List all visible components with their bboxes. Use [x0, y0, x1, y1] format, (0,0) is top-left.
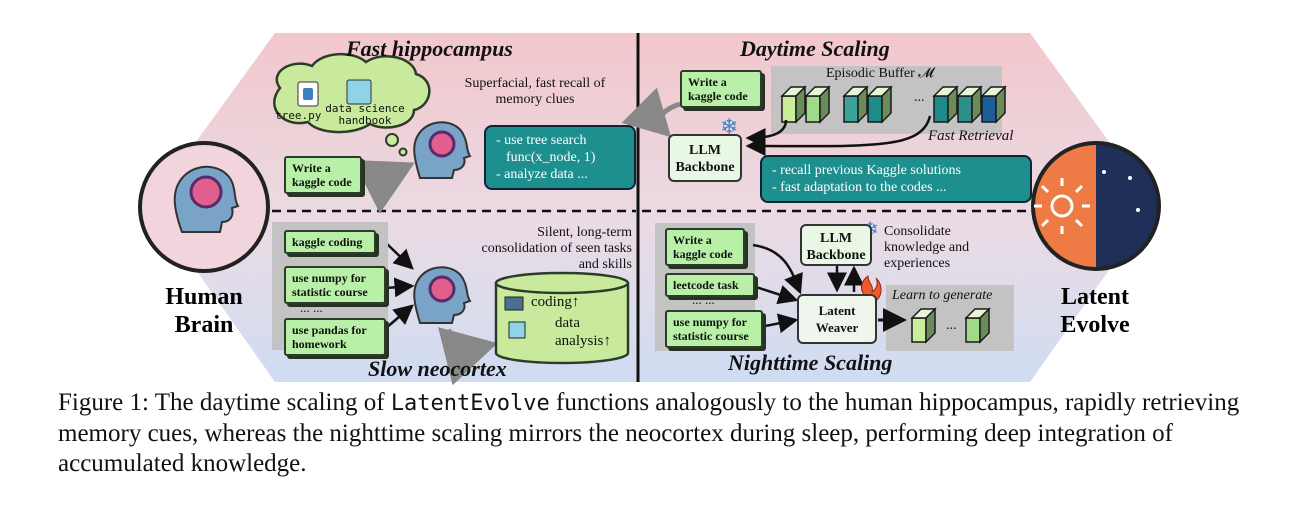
recall-item: - recall previous Kaggle solutions: [772, 163, 961, 178]
night-card-kaggle: Write a kaggle code: [665, 228, 745, 266]
hippocampus-head-icon: [413, 121, 472, 179]
buffer-block: [780, 85, 807, 124]
daytime-llm-backbone: LLM Backbone: [668, 134, 742, 182]
left-card-kaggle-coding: kaggle coding: [284, 230, 376, 254]
neocortex-head-icon: [413, 266, 472, 324]
left-cards-ellipsis: ... ...: [300, 300, 323, 315]
buffer-block: [804, 85, 831, 124]
skill-coding: coding↑: [531, 294, 580, 310]
human-head-icon: [173, 165, 240, 233]
left-card-numpy: use numpy for statistic course: [284, 266, 386, 304]
generated-block: [910, 307, 937, 344]
fast-hippocampus-title: Fast hippocampus: [346, 36, 513, 61]
daytime-task-card: Write a kaggle code: [680, 70, 762, 108]
buffer-block: [866, 85, 893, 124]
generated-block: [964, 307, 991, 344]
buffer-block: [980, 85, 1007, 124]
memory-cloud: [273, 52, 431, 157]
consolidate-caption: Consolidate knowledge and experiences: [884, 224, 970, 271]
caption-code: LatentEvolve: [390, 391, 550, 416]
caption-prefix: Figure 1: The daytime scaling of: [58, 389, 391, 416]
caption-suffix: functions analogously to the human hippo…: [58, 389, 1240, 477]
data-handbook-icon: [346, 79, 372, 105]
buffer-ellipsis: ...: [914, 90, 925, 105]
fast-retrieval-arrow: [745, 115, 932, 157]
skills-database: [494, 271, 630, 365]
thought-item: func(x_node, 1): [506, 150, 596, 165]
recall-item: - fast adaptation to the codes ...: [772, 180, 947, 195]
slow-neocortex-title: Slow neocortex: [368, 356, 507, 381]
night-cards-ellipsis: ... ...: [692, 292, 715, 307]
file-label: tree.py: [275, 109, 322, 122]
episodic-buffer-blocks: [780, 85, 1007, 124]
arrow-card2: [385, 277, 415, 298]
learn-to-generate-label: Learn to generate: [892, 288, 993, 303]
human-brain-label: Human Brain: [165, 284, 243, 338]
buffer-block: [956, 85, 983, 124]
head-to-db-arrow: [437, 327, 498, 385]
night-card-leetcode: leetcode task: [665, 273, 755, 297]
night-llm-backbone: LLM Backbone: [800, 224, 872, 266]
arrow-card3: [385, 304, 414, 329]
snowflake-icon: ❄: [720, 114, 738, 139]
figure-caption: Figure 1: The daytime scaling of LatentE…: [58, 388, 1248, 479]
consolidation-caption: Silent, long-term consolidation of seen …: [481, 225, 632, 272]
analysis-icon: [508, 321, 526, 339]
generate-ellipsis: ...: [946, 318, 957, 333]
daytime-scaling-title: Daytime Scaling: [740, 36, 890, 61]
thought-item: - use tree search: [496, 133, 587, 148]
generate-box: [886, 285, 1014, 351]
generated-latent-blocks: [910, 307, 991, 344]
left-card-pandas: use pandas for homework: [284, 318, 386, 356]
daytime-recall-box: - recall previous Kaggle solutions - fas…: [760, 155, 1032, 203]
monitor-icon: [504, 296, 524, 311]
night-card3-arrow: [759, 313, 799, 334]
recall-caption: Superfacial, fast recall of memory clues: [464, 76, 606, 107]
hippocampus-task-card: Write a kaggle code: [284, 156, 362, 194]
buffer-block: [932, 85, 959, 124]
sun-moon-icon: [1031, 141, 1161, 271]
latent-evolve-label: Latent Evolve: [1060, 284, 1130, 338]
card-to-head-arrow: [353, 159, 415, 214]
nighttime-scaling-title: Nighttime Scaling: [728, 350, 893, 375]
latent-weaver: Latent Weaver: [797, 294, 877, 344]
buffer-block: [842, 85, 869, 124]
night-card-numpy: use numpy for statistic course: [665, 310, 763, 348]
figure: ❄ ❄ Fast hippocampus tree.py data scienc…: [138, 33, 1161, 385]
buffer-to-llm-arrow: [745, 119, 788, 148]
thought-item: - analyze data ...: [496, 167, 588, 182]
hippocampus-thought: - use tree search func(x_node, 1) - anal…: [484, 125, 636, 190]
skill-data-analysis: data analysis↑: [555, 315, 611, 349]
night-card2-arrow: [752, 284, 799, 305]
task-to-llm-arrow: [621, 87, 681, 138]
book-label: data science handbook: [325, 102, 405, 127]
arrow-card1: [385, 242, 414, 270]
episodic-buffer-label: Episodic Buffer 𝓜: [826, 66, 934, 81]
fast-retrieval-label: Fast Retrieval: [928, 128, 1014, 144]
